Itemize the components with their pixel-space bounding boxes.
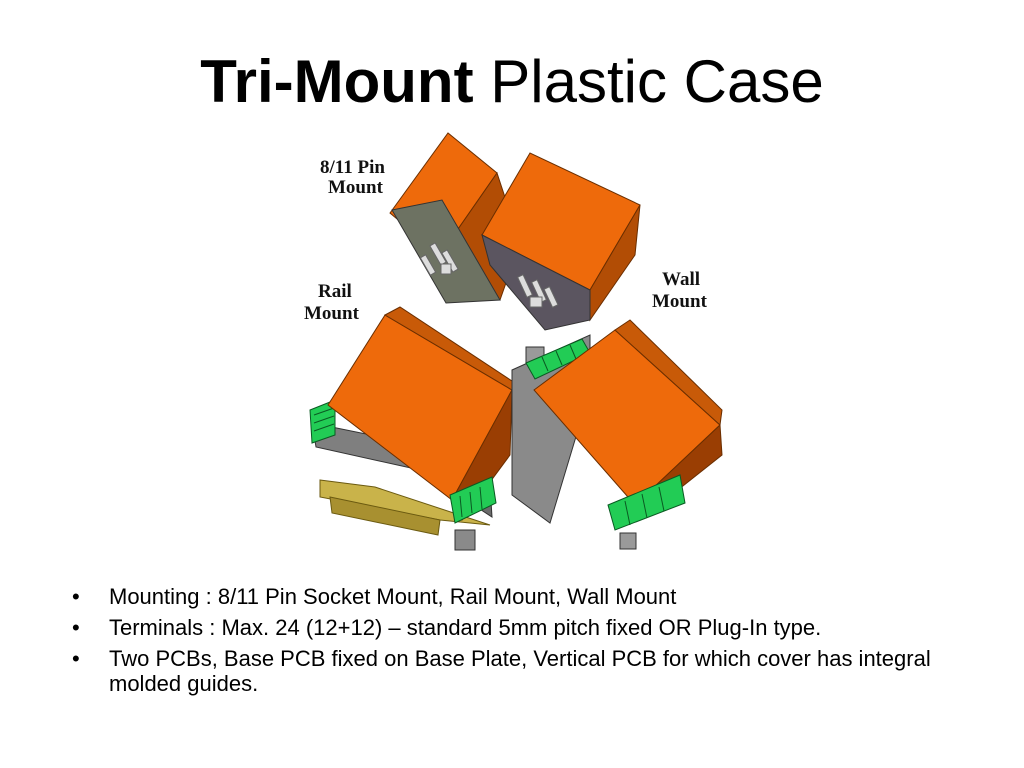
- pin-socket-right: [516, 274, 559, 308]
- title-bold: Tri-Mount: [200, 48, 474, 115]
- wall-terminal-block-bottom: [607, 474, 686, 531]
- bullet-text: Two PCBs, Base PCB fixed on Base Plate, …: [109, 646, 931, 696]
- label-rail-mount-line1: Rail: [318, 281, 352, 302]
- rail-terminal-block-right: [449, 476, 497, 524]
- slide-title: Tri-Mount Plastic Case: [0, 42, 1024, 122]
- label-pin-mount-line2: Mount: [328, 177, 384, 198]
- bullet-list: • Mounting : 8/11 Pin Socket Mount, Rail …: [72, 584, 952, 702]
- pin-mount-case-right: [481, 152, 641, 331]
- bullet-item: • Terminals : Max. 24 (12+12) – standard …: [72, 615, 952, 640]
- case-illustration: 8/11 Pin Mount Rail Mount Wall Mount: [304, 132, 723, 551]
- bullet-marker: •: [72, 584, 80, 609]
- title-rest: Plastic Case: [473, 48, 824, 115]
- rail-terminal-block-left: [309, 399, 336, 444]
- tri-mount-figure: 8/11 Pin Mount Rail Mount Wall Mount: [290, 125, 740, 565]
- label-pin-mount-line1: 8/11 Pin: [320, 157, 385, 178]
- label-wall-mount-line2: Mount: [652, 291, 708, 312]
- wall-mount-assembly: [511, 319, 723, 550]
- rail-mount-assembly: [309, 306, 516, 551]
- pin-socket-left: [419, 242, 459, 276]
- bullet-text: Mounting : 8/11 Pin Socket Mount, Rail M…: [109, 584, 677, 609]
- wall-terminal-block-top: [525, 338, 591, 380]
- label-rail-mount-line2: Mount: [304, 303, 360, 324]
- bullet-item: • Mounting : 8/11 Pin Socket Mount, Rail …: [72, 584, 952, 609]
- bullet-marker: •: [72, 615, 80, 640]
- label-wall-mount-line1: Wall: [662, 269, 700, 290]
- bullet-text: Terminals : Max. 24 (12+12) – standard 5…: [109, 615, 822, 640]
- bullet-item: • Two PCBs, Base PCB fixed on Base Plate,…: [72, 646, 952, 696]
- bullet-marker: •: [72, 646, 80, 671]
